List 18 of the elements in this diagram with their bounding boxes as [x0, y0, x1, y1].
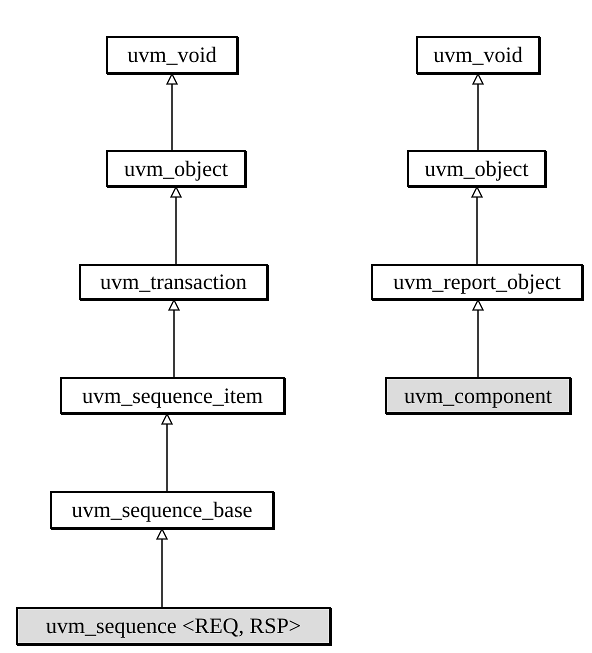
class-box: uvm_report_object	[371, 264, 583, 300]
class-box: uvm_object	[106, 150, 246, 187]
class-box: uvm_void	[416, 36, 540, 74]
class-box: uvm_sequence_base	[50, 491, 274, 529]
class-box: uvm_sequence_item	[60, 377, 285, 414]
inheritance-arrow	[471, 186, 483, 264]
class-box: uvm_void	[106, 36, 238, 74]
inheritance-arrow	[168, 299, 180, 377]
inheritance-arrow	[472, 73, 484, 150]
inheritance-arrow	[170, 186, 182, 264]
inheritance-arrow	[166, 73, 178, 150]
class-box: uvm_transaction	[79, 264, 268, 300]
class-box: uvm_component	[385, 377, 571, 414]
inheritance-arrow	[472, 299, 484, 377]
inheritance-arrow	[156, 528, 168, 607]
class-box: uvm_sequence <REQ, RSP>	[16, 607, 331, 645]
class-box: uvm_object	[407, 150, 546, 187]
inheritance-arrow	[161, 413, 173, 491]
